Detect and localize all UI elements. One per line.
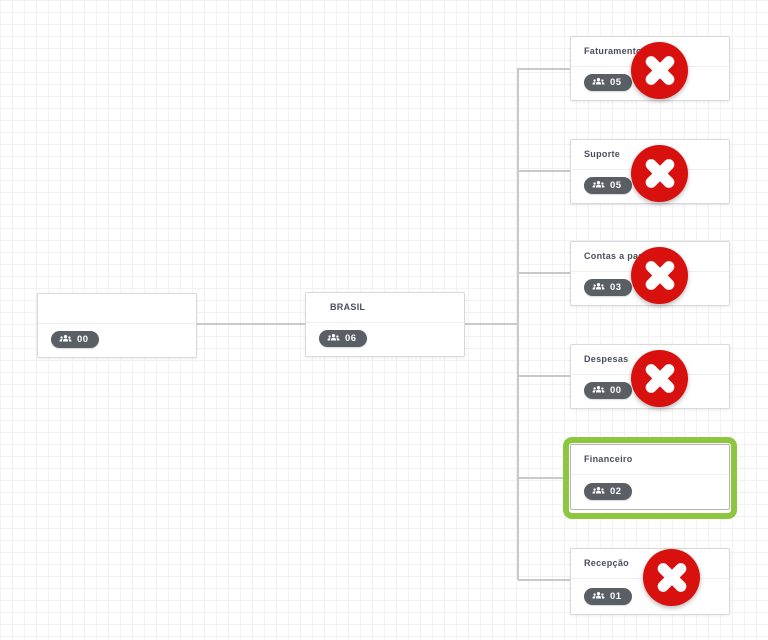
member-count-badge: 05 bbox=[584, 74, 632, 91]
node-title: Suporte bbox=[584, 149, 621, 159]
group-icon bbox=[59, 333, 72, 346]
member-count: 02 bbox=[610, 486, 622, 497]
group-icon bbox=[592, 384, 605, 397]
connector-branch-suporte bbox=[518, 170, 570, 172]
node-card-suporte[interactable]: Suporte 05 bbox=[570, 139, 730, 204]
node-title: Contas a pagar bbox=[584, 251, 654, 261]
connector-branch-despesas bbox=[518, 375, 570, 377]
group-icon bbox=[592, 590, 605, 603]
member-count-badge: 03 bbox=[584, 279, 632, 296]
node-card-despesas[interactable]: Despesas 00 bbox=[570, 344, 730, 409]
node-card-contas-a-pagar[interactable]: Contas a pagar 03 bbox=[570, 241, 730, 306]
delete-node-button[interactable] bbox=[631, 247, 688, 304]
member-count: 00 bbox=[77, 334, 89, 345]
group-icon bbox=[327, 332, 340, 345]
selection-highlight: Financeiro 02 bbox=[563, 437, 737, 519]
node-card-financeiro[interactable]: Financeiro 02 bbox=[570, 444, 730, 510]
node-card-recepcao[interactable]: Recepção 01 bbox=[570, 548, 730, 615]
group-icon bbox=[592, 76, 605, 89]
member-count-badge: 05 bbox=[584, 177, 632, 194]
delete-node-button[interactable] bbox=[643, 549, 700, 606]
member-count-badge: 00 bbox=[51, 331, 99, 348]
member-count: 05 bbox=[610, 77, 622, 88]
delete-node-button[interactable] bbox=[631, 42, 688, 99]
node-divider bbox=[571, 474, 729, 475]
member-count: 05 bbox=[610, 180, 622, 191]
delete-node-button[interactable] bbox=[631, 350, 688, 407]
group-icon bbox=[592, 179, 605, 192]
connector-branch-contas bbox=[518, 272, 570, 274]
connector-parent-trunk bbox=[463, 323, 518, 325]
node-divider bbox=[306, 322, 464, 323]
connector-branch-recepcao bbox=[518, 579, 570, 581]
connector-branch-faturamento bbox=[518, 68, 570, 70]
node-divider bbox=[38, 323, 196, 324]
member-count-badge: 02 bbox=[584, 483, 632, 500]
member-count-badge: 01 bbox=[584, 588, 632, 605]
member-count: 06 bbox=[345, 333, 357, 344]
group-icon bbox=[592, 281, 605, 294]
connector-root-parent bbox=[197, 323, 305, 325]
member-count: 00 bbox=[610, 385, 622, 396]
group-icon bbox=[592, 485, 605, 498]
node-title: BRASIL bbox=[330, 302, 366, 312]
node-card-root[interactable]: 00 bbox=[37, 293, 197, 358]
node-card-faturamento[interactable]: Faturamento 05 bbox=[570, 36, 730, 101]
node-title: Despesas bbox=[584, 354, 629, 364]
member-count: 03 bbox=[610, 282, 622, 293]
delete-node-button[interactable] bbox=[631, 145, 688, 202]
member-count-badge: 00 bbox=[584, 382, 632, 399]
node-title: Financeiro bbox=[584, 454, 633, 464]
connector-branch-financeiro bbox=[518, 477, 564, 479]
node-title: Recepção bbox=[584, 558, 629, 568]
node-title: Faturamento bbox=[584, 46, 642, 56]
connector-trunk bbox=[517, 68, 519, 580]
member-count-badge: 06 bbox=[319, 330, 367, 347]
member-count: 01 bbox=[610, 591, 622, 602]
node-card-brasil[interactable]: BRASIL 06 bbox=[305, 292, 465, 357]
